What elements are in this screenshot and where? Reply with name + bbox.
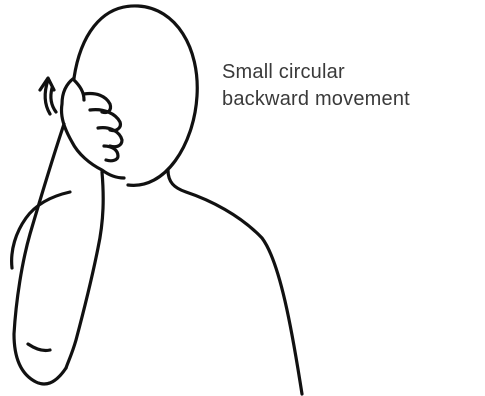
neck-shoulder-line <box>168 170 302 394</box>
caption-line-1: Small circular <box>222 59 482 86</box>
movement-caption: Small circular backward movement <box>222 59 482 113</box>
left-shoulder <box>12 192 70 268</box>
forearm-outer <box>14 124 66 384</box>
head-outline <box>74 6 197 185</box>
thumb-line <box>74 80 84 100</box>
forearm-inner <box>66 172 103 368</box>
caption-line-2: backward movement <box>222 86 482 113</box>
curved-up-arrow-inner <box>51 88 56 112</box>
elbow-line <box>28 344 50 351</box>
curved-up-arrow-icon <box>45 80 50 114</box>
finger-line-4 <box>104 146 118 161</box>
